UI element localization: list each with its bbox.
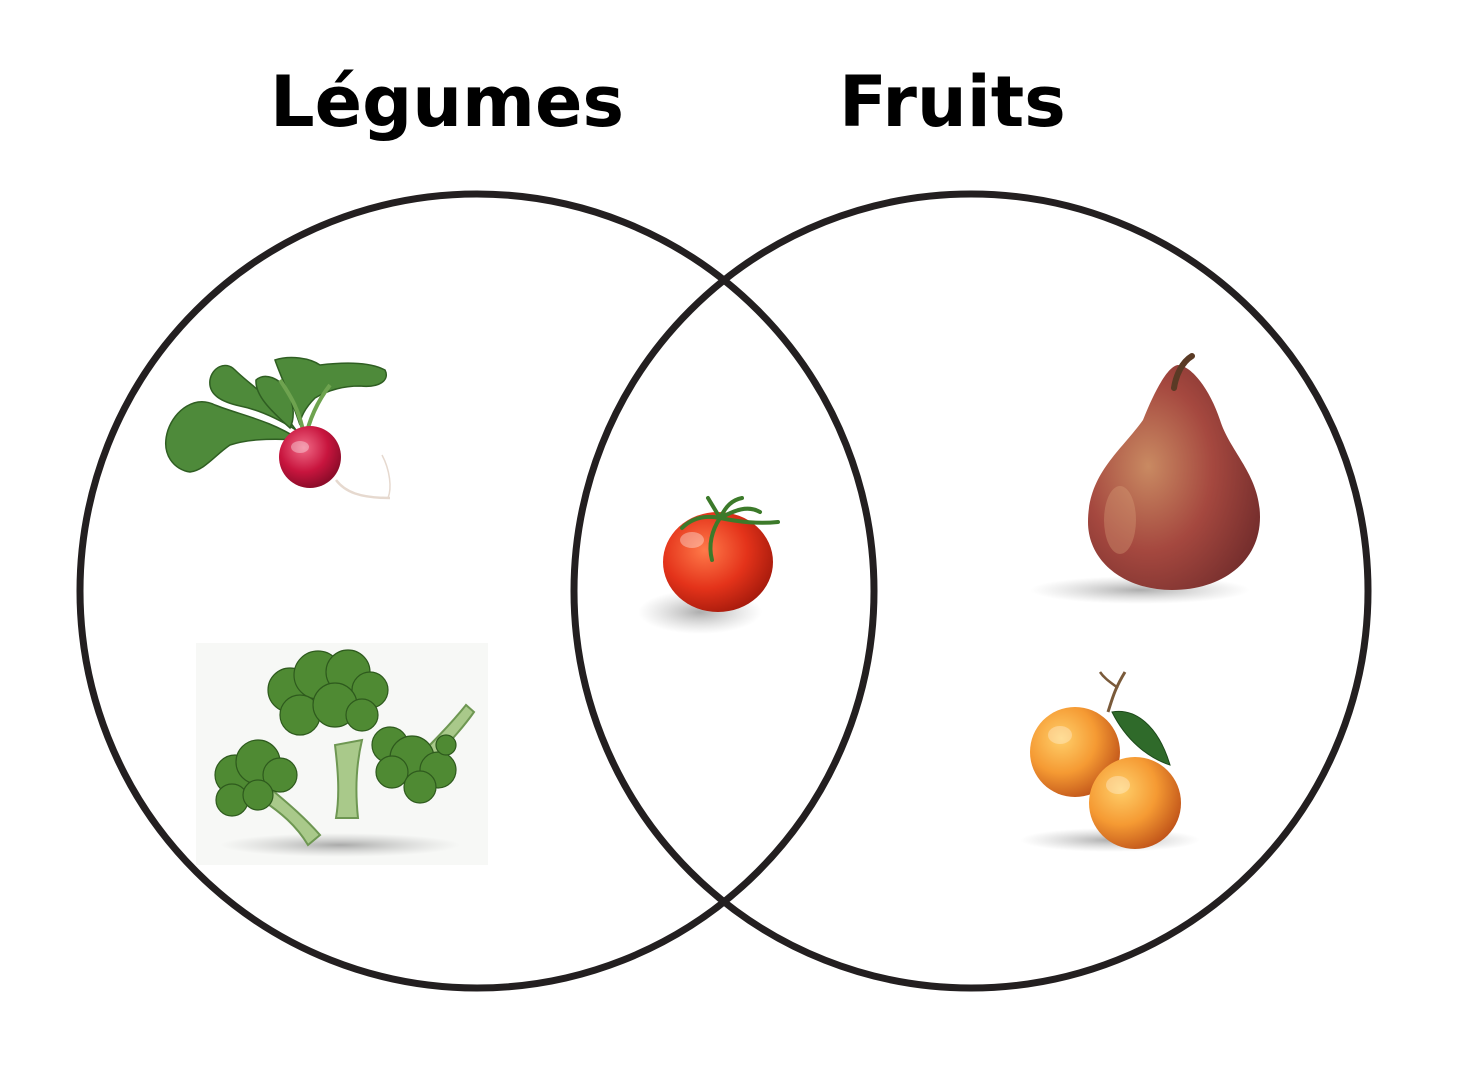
set-label-fruits: Fruits bbox=[839, 61, 1066, 143]
circle-fruits bbox=[570, 190, 1372, 992]
circle-legumes bbox=[76, 190, 878, 992]
tomato-image bbox=[638, 496, 780, 634]
pear-image bbox=[1030, 353, 1260, 604]
radish-image bbox=[165, 356, 391, 500]
set-label-legumes: Légumes bbox=[270, 61, 625, 143]
broccoli-image bbox=[214, 649, 476, 857]
apricot-image bbox=[1020, 671, 1200, 852]
